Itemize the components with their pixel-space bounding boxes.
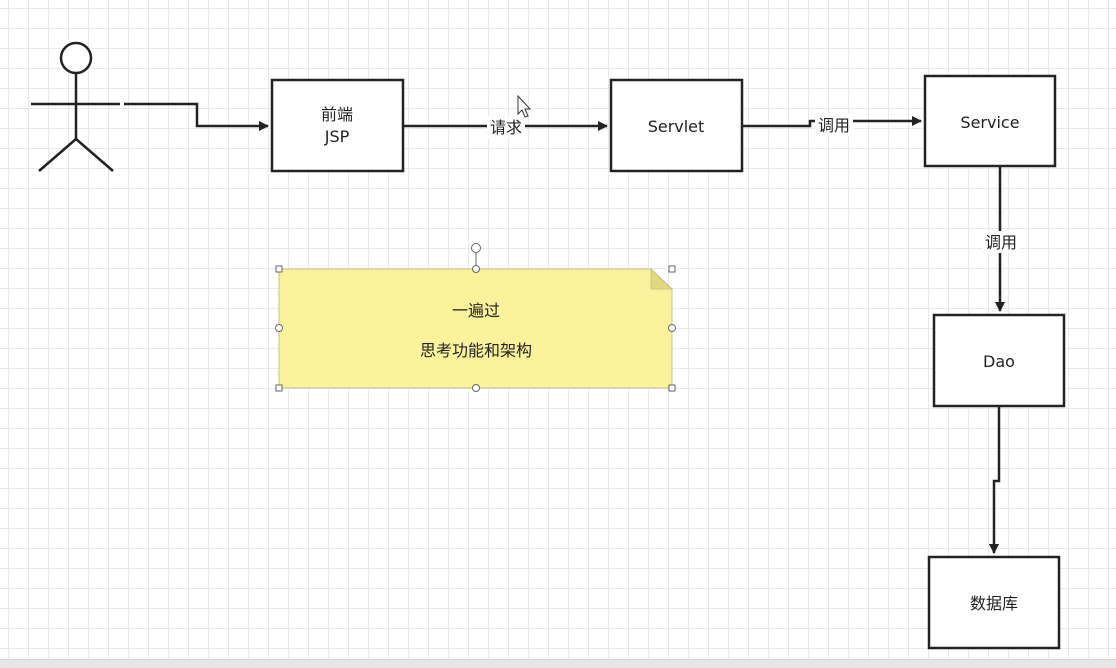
selection-handles[interactable]	[275, 243, 676, 392]
service-node[interactable]: Service	[923, 74, 1057, 168]
edge-label-bg	[815, 114, 853, 136]
mouse-cursor-icon	[517, 94, 532, 118]
edge-servlet-to-service[interactable]	[742, 116, 922, 128]
resize-handle-right[interactable]	[668, 324, 676, 332]
frontend-node-label-line2: JSP	[324, 127, 350, 146]
frontend-node-label-line1: 前端	[321, 105, 353, 124]
edge-label-request: 请求	[490, 118, 522, 137]
user-actor[interactable]	[31, 41, 120, 172]
sticky-note-line2: 思考功能和架构	[420, 341, 532, 360]
servlet-node[interactable]: Servlet	[609, 78, 744, 173]
sticky-note[interactable]: 一遍过 思考功能和架构	[278, 267, 674, 389]
frontend-jsp-node[interactable]: 前端 JSP	[270, 78, 405, 173]
edge-label-bg	[487, 116, 525, 138]
edge-dao-to-database[interactable]	[989, 406, 1001, 554]
edge-user-to-frontend[interactable]	[124, 102, 269, 131]
dao-node-label: Dao	[983, 352, 1015, 371]
servlet-node-label: Servlet	[648, 117, 705, 136]
sticky-note-line1: 一遍过	[452, 301, 500, 320]
resize-handle-bottom-left[interactable]	[275, 384, 283, 392]
actor-head	[59, 41, 93, 75]
dao-node[interactable]: Dao	[932, 313, 1066, 408]
database-node-label: 数据库	[970, 594, 1018, 613]
sticky-note-body[interactable]	[278, 268, 673, 389]
resize-handle-top-right[interactable]	[668, 265, 676, 273]
database-node[interactable]: 数据库	[927, 555, 1061, 650]
edge-label-call-2: 调用	[985, 233, 1017, 252]
edge-label-call-1: 调用	[818, 116, 850, 135]
bottom-scrollbar-area[interactable]	[0, 659, 1116, 668]
resize-handle-bottom-right[interactable]	[668, 384, 676, 392]
resize-handle-bottom[interactable]	[472, 384, 480, 392]
resize-handle-top-left[interactable]	[275, 265, 283, 273]
resize-handle-top[interactable]	[472, 265, 480, 273]
rotate-handle[interactable]	[471, 243, 481, 253]
resize-handle-left[interactable]	[275, 324, 283, 332]
edge-label-bg	[982, 231, 1020, 253]
sticky-note-fold	[650, 267, 674, 290]
service-node-label: Service	[960, 113, 1019, 132]
